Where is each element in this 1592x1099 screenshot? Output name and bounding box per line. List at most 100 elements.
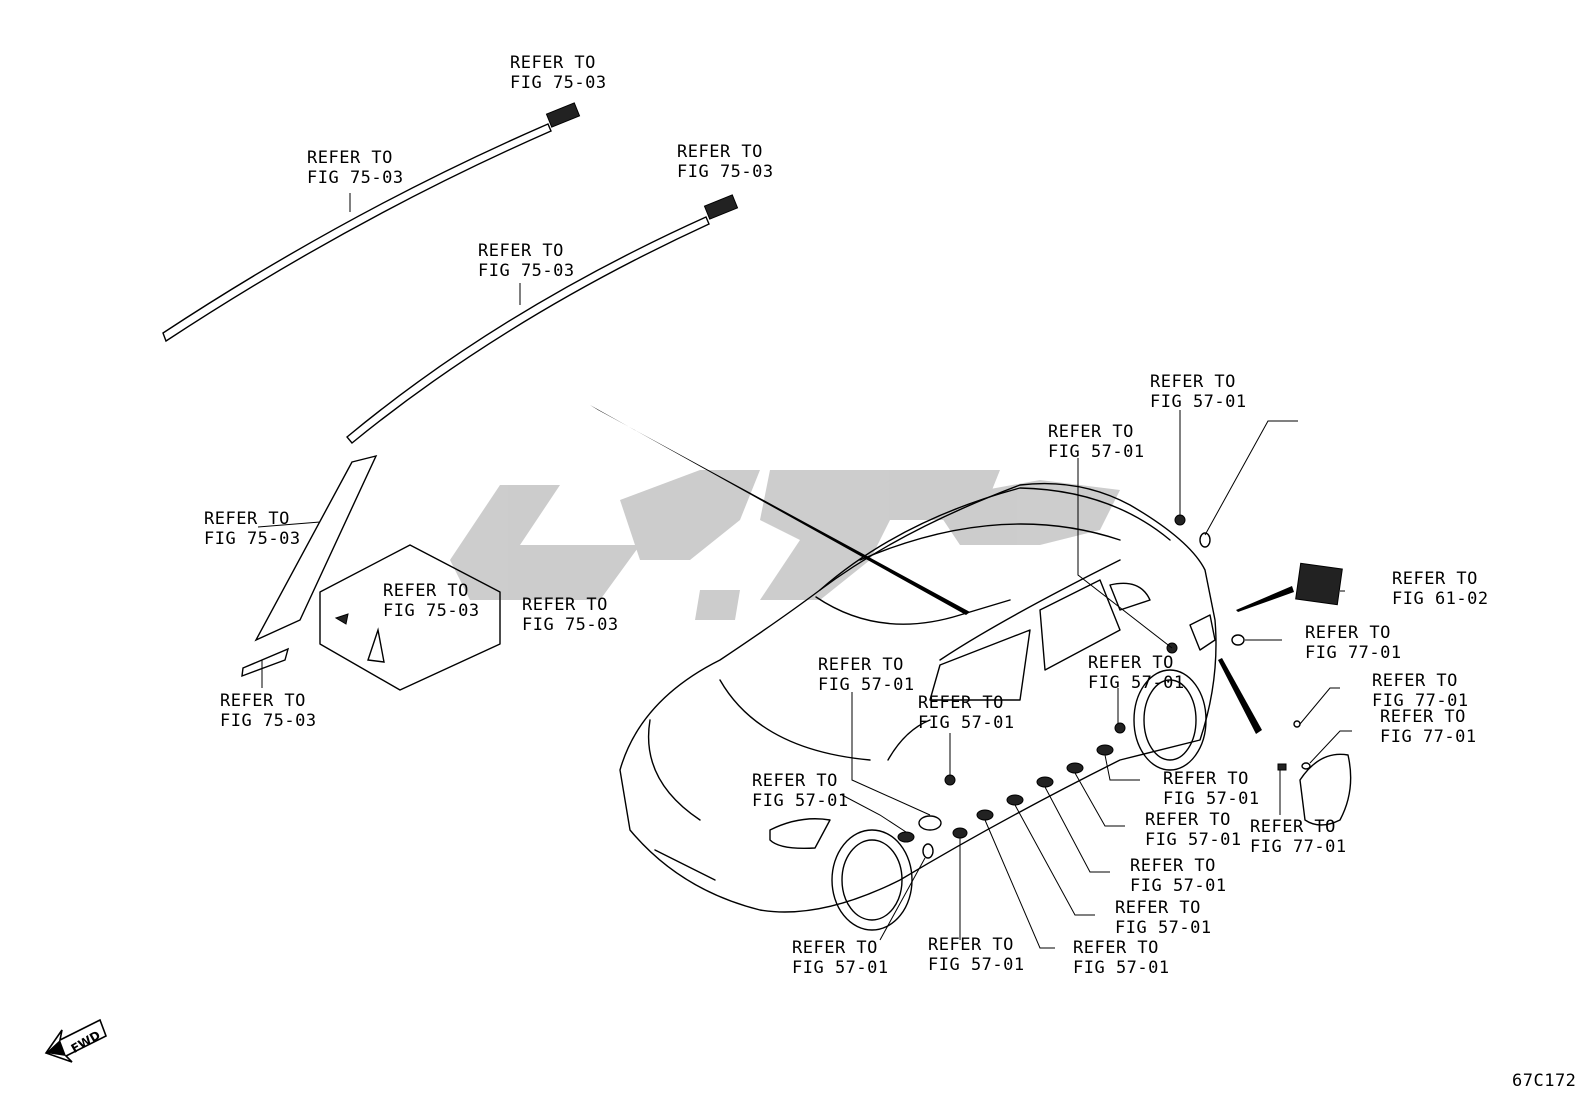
- callout-l12-line2: FIG 77-01: [1305, 643, 1402, 663]
- callout-l24-line2: FIG 57-01: [792, 958, 889, 978]
- callout-l17-line2: FIG 77-01: [1380, 727, 1477, 747]
- fwd-arrow-icon: FWD: [44, 1018, 108, 1063]
- rear-strip: [1218, 658, 1262, 734]
- callout-l5-line1: REFER TO: [204, 509, 290, 529]
- callout-l2-line2: FIG 75-03: [307, 168, 404, 188]
- callout-l16-line1: REFER TO: [1372, 671, 1458, 691]
- clip-detail-icon: [334, 613, 349, 625]
- clip-icon: [1066, 762, 1084, 774]
- rear-emblem: [1295, 562, 1343, 606]
- callout-l25-line1: REFER TO: [928, 935, 1014, 955]
- roof-moulding-right: [346, 194, 739, 444]
- callout-l8-line2: FIG 75-03: [220, 711, 317, 731]
- clip-icon: [1293, 720, 1301, 728]
- callout-l22-line2: FIG 57-01: [1130, 876, 1227, 896]
- callout-l9-line2: FIG 57-01: [1150, 392, 1247, 412]
- roof-moulding-left: [162, 102, 581, 343]
- figure-code: 67C172: [1512, 1071, 1576, 1091]
- clips: [897, 514, 1311, 859]
- callout-l23-line2: FIG 57-01: [1115, 918, 1212, 938]
- callout-l26-line1: REFER TO: [1073, 938, 1159, 958]
- callout-l23-line1: REFER TO: [1115, 898, 1201, 918]
- clip-icon: [922, 843, 934, 859]
- clip-icon: [1231, 634, 1245, 646]
- callout-l7-line1: REFER TO: [522, 595, 608, 615]
- leader-lines: [257, 193, 1352, 949]
- emblem-strip: [1236, 586, 1294, 612]
- callout-l7-line2: FIG 75-03: [522, 615, 619, 635]
- fuel-lid: [1299, 753, 1352, 826]
- callout-l3-line1: REFER TO: [677, 142, 763, 162]
- callout-l18-line1: REFER TO: [752, 771, 838, 791]
- callout-l1-line1: REFER TO: [510, 53, 596, 73]
- callout-l12-line1: REFER TO: [1305, 623, 1391, 643]
- clip-icon: [1301, 762, 1311, 770]
- callout-l14-line2: FIG 57-01: [818, 675, 915, 695]
- callout-l21-line1: REFER TO: [1250, 817, 1336, 837]
- clip-icon: [1174, 514, 1186, 526]
- clip-icon: [1036, 776, 1054, 788]
- callout-l14-line1: REFER TO: [818, 655, 904, 675]
- callout-l15-line2: FIG 57-01: [918, 713, 1015, 733]
- callout-l20-line1: REFER TO: [1145, 810, 1231, 830]
- roof-clip-left-icon: [545, 102, 581, 128]
- callout-l21-line2: FIG 77-01: [1250, 837, 1347, 857]
- callout-l6-line2: FIG 75-03: [383, 601, 480, 621]
- callout-l19-line1: REFER TO: [1163, 769, 1249, 789]
- callout-l18-line2: FIG 57-01: [752, 791, 849, 811]
- clip-icon: [1114, 722, 1126, 734]
- callout-l17-line1: REFER TO: [1380, 707, 1466, 727]
- callout-l6-line1: REFER TO: [383, 581, 469, 601]
- clip-icon: [918, 815, 942, 831]
- callout-l9-line1: REFER TO: [1150, 372, 1236, 392]
- clip-icon: [1006, 794, 1024, 806]
- callout-l26-line2: FIG 57-01: [1073, 958, 1170, 978]
- car-outline: [619, 482, 1217, 931]
- clip-icon: [1199, 532, 1211, 548]
- clip-icon: [897, 831, 915, 843]
- callout-l11-line1: REFER TO: [1392, 569, 1478, 589]
- callout-l16-line2: FIG 77-01: [1372, 691, 1469, 711]
- windshield-strip: [590, 405, 970, 615]
- callout-l10-line1: REFER TO: [1048, 422, 1134, 442]
- callout-l22-line1: REFER TO: [1130, 856, 1216, 876]
- callout-l13-line1: REFER TO: [1088, 653, 1174, 673]
- clip-icon: [976, 809, 994, 821]
- clip-icon: [1096, 744, 1114, 756]
- roof-clip-right-icon: [703, 194, 739, 220]
- callout-l10-line2: FIG 57-01: [1048, 442, 1145, 462]
- callout-l1-line2: FIG 75-03: [510, 73, 607, 93]
- clip-icon: [944, 774, 956, 786]
- callout-l8-line1: REFER TO: [220, 691, 306, 711]
- watermark-logo: [450, 470, 1120, 620]
- callout-l20-line2: FIG 57-01: [1145, 830, 1242, 850]
- callout-l25-line2: FIG 57-01: [928, 955, 1025, 975]
- detail-hexagon: [319, 544, 501, 691]
